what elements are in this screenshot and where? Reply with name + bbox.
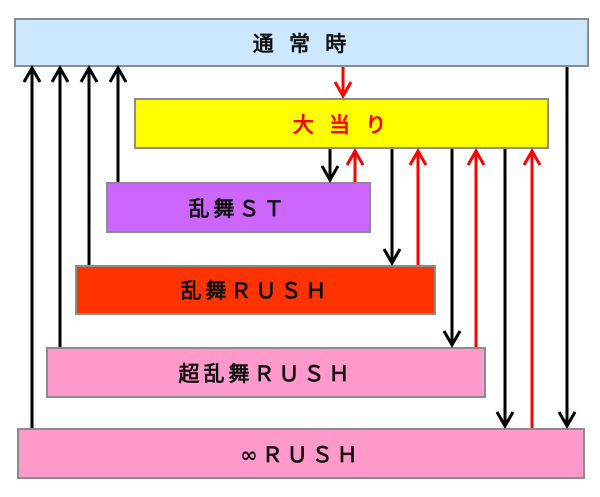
- arrow-jackpot-to-infinity-rush-head: [495, 411, 515, 430]
- arrow-chou-ranbu-rush-to-jackpot: [466, 147, 486, 347]
- arrow-infinity-rush-to-jackpot: [522, 147, 542, 428]
- state-ranbu-rush-label: 乱舞ＲＵＳＨ: [180, 279, 331, 303]
- state-ranbu-st-label: 乱舞ＳＴ: [188, 196, 289, 221]
- state-jackpot: 大 当 り: [134, 98, 549, 149]
- arrow-normal-to-jackpot-head: [333, 81, 353, 100]
- arrow-ranbu-st-to-jackpot: [345, 147, 365, 182]
- state-ranbu-rush: 乱舞ＲＵＳＨ: [75, 265, 436, 315]
- state-chou-ranbu-rush: 超乱舞ＲＵＳＨ: [46, 347, 486, 398]
- arrow-ranbu-st-to-normal-head: [108, 64, 128, 83]
- arrow-infinity-rush-to-normal: [22, 64, 42, 428]
- arrow-ranbu-rush-to-normal-head: [79, 64, 99, 83]
- state-normal: 通 常 時: [14, 18, 589, 67]
- state-ranbu-st: 乱舞ＳＴ: [106, 182, 371, 233]
- arrow-ranbu-rush-to-jackpot: [408, 147, 428, 265]
- state-normal-label: 通 常 時: [252, 31, 351, 56]
- arrow-ranbu-rush-to-normal: [79, 64, 99, 265]
- arrow-infinity-rush-to-jackpot-head: [522, 147, 542, 166]
- arrow-chou-ranbu-rush-to-normal: [50, 64, 70, 347]
- arrow-jackpot-to-ranbu-st-head: [320, 165, 340, 184]
- arrow-jackpot-to-ranbu-st: [320, 149, 340, 184]
- arrow-normal-to-infinity-rush: [557, 67, 577, 430]
- arrow-jackpot-to-chou-ranbu-rush-head: [442, 330, 462, 349]
- state-jackpot-label: 大 当 り: [292, 112, 391, 137]
- arrow-jackpot-to-infinity-rush: [495, 149, 515, 430]
- arrow-jackpot-to-chou-ranbu-rush: [442, 149, 462, 349]
- arrow-normal-to-infinity-rush-head: [557, 411, 577, 430]
- arrow-chou-ranbu-rush-to-normal-head: [50, 64, 70, 83]
- state-chou-ranbu-rush-label: 超乱舞ＲＵＳＨ: [178, 361, 354, 386]
- arrow-normal-to-jackpot: [333, 67, 353, 100]
- arrow-jackpot-to-ranbu-rush: [382, 149, 402, 267]
- state-infinity-rush: ∞ＲＵＳＨ: [17, 428, 585, 479]
- arrow-chou-ranbu-rush-to-jackpot-head: [466, 147, 486, 166]
- arrow-ranbu-st-to-normal: [108, 64, 128, 182]
- arrow-ranbu-st-to-jackpot-head: [345, 147, 365, 166]
- arrow-ranbu-rush-to-jackpot-head: [408, 147, 428, 166]
- arrow-jackpot-to-ranbu-rush-head: [382, 248, 402, 267]
- arrow-infinity-rush-to-normal-head: [22, 64, 42, 83]
- state-infinity-rush-label: ∞ＲＵＳＨ: [240, 442, 362, 467]
